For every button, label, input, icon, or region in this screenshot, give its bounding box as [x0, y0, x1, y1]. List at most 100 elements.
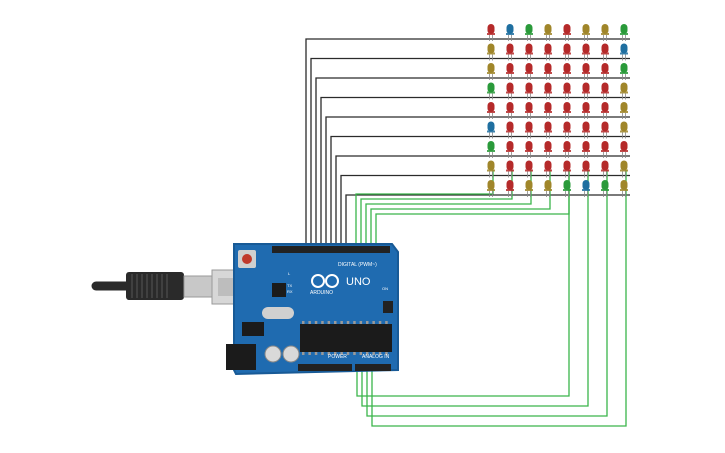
led-icon[interactable] — [544, 82, 552, 100]
led-icon[interactable] — [544, 63, 552, 80]
column-wire[interactable] — [371, 170, 627, 427]
led-icon[interactable] — [487, 102, 495, 119]
reset-button-cap[interactable] — [242, 254, 252, 264]
led-icon[interactable] — [620, 82, 628, 100]
column-wire[interactable] — [361, 170, 589, 407]
led-icon[interactable] — [487, 160, 495, 178]
led-icon[interactable] — [582, 24, 590, 41]
led-icon[interactable] — [601, 24, 609, 41]
capacitor-icon — [264, 345, 282, 363]
arduino-uno-board[interactable]: UNO ARDUINO DIGITAL (PWM~) POWER ANALOG … — [226, 243, 399, 376]
led-icon[interactable] — [563, 141, 571, 158]
led-body — [525, 24, 533, 34]
led-icon[interactable] — [582, 102, 590, 119]
led-icon[interactable] — [620, 141, 628, 158]
led-icon[interactable] — [544, 160, 552, 178]
row-wire[interactable] — [340, 174, 630, 249]
led-icon[interactable] — [487, 63, 495, 80]
led-icon[interactable] — [601, 121, 609, 139]
led-icon[interactable] — [525, 180, 533, 197]
led-icon[interactable] — [601, 82, 609, 100]
led-body — [563, 160, 571, 171]
row-wire[interactable] — [315, 77, 630, 248]
led-icon[interactable] — [525, 43, 533, 61]
led-body — [487, 180, 495, 190]
led-icon[interactable] — [525, 24, 533, 41]
led-icon[interactable] — [582, 141, 590, 158]
led-icon[interactable] — [582, 121, 590, 139]
row-wire[interactable] — [310, 57, 630, 249]
led-icon[interactable] — [487, 180, 495, 197]
led-icon[interactable] — [563, 63, 571, 80]
led-icon[interactable] — [582, 43, 590, 61]
led-icon[interactable] — [544, 102, 552, 119]
row-wire[interactable] — [305, 38, 630, 248]
led-icon[interactable] — [487, 141, 495, 158]
led-icon[interactable] — [487, 43, 495, 61]
led-icon[interactable] — [525, 160, 533, 178]
led-icon[interactable] — [601, 63, 609, 80]
led-icon[interactable] — [525, 63, 533, 80]
column-wire[interactable] — [356, 170, 570, 397]
led-icon[interactable] — [506, 82, 514, 100]
usb-cable[interactable] — [91, 269, 249, 305]
led-icon[interactable] — [620, 63, 628, 80]
column-wire[interactable] — [366, 170, 608, 417]
led-icon[interactable] — [525, 102, 533, 119]
led-icon[interactable] — [506, 180, 514, 197]
led-icon[interactable] — [525, 82, 533, 100]
led-icon[interactable] — [563, 24, 571, 41]
row-wire[interactable] — [325, 116, 630, 248]
chip-pin — [359, 321, 363, 324]
led-icon[interactable] — [544, 141, 552, 158]
led-icon[interactable] — [487, 24, 495, 41]
led-icon[interactable] — [544, 180, 552, 197]
led-icon[interactable] — [620, 121, 628, 139]
led-rim — [487, 150, 495, 152]
row-wire[interactable] — [335, 155, 630, 248]
led-icon[interactable] — [563, 43, 571, 61]
led-icon[interactable] — [544, 24, 552, 41]
led-icon[interactable] — [620, 102, 628, 119]
led-icon[interactable] — [601, 102, 609, 119]
led-icon[interactable] — [525, 141, 533, 158]
led-icon[interactable] — [620, 160, 628, 178]
led-matrix[interactable] — [487, 24, 628, 197]
led-icon[interactable] — [506, 121, 514, 139]
led-icon[interactable] — [487, 121, 495, 139]
row-wire[interactable] — [320, 96, 630, 249]
led-icon[interactable] — [620, 180, 628, 197]
led-icon[interactable] — [544, 121, 552, 139]
led-icon[interactable] — [506, 43, 514, 61]
led-icon[interactable] — [582, 180, 590, 197]
led-icon[interactable] — [601, 43, 609, 61]
led-rim — [506, 72, 514, 74]
led-icon[interactable] — [582, 63, 590, 80]
led-icon[interactable] — [506, 24, 514, 41]
led-icon[interactable] — [582, 160, 590, 178]
led-icon[interactable] — [544, 43, 552, 61]
led-icon[interactable] — [582, 82, 590, 100]
led-icon[interactable] — [563, 121, 571, 139]
led-icon[interactable] — [506, 141, 514, 158]
led-icon[interactable] — [525, 121, 533, 139]
led-icon[interactable] — [487, 82, 495, 100]
row-wire[interactable] — [345, 194, 630, 248]
wires-layer — [305, 38, 630, 427]
led-icon[interactable] — [563, 102, 571, 119]
led-icon[interactable] — [563, 160, 571, 178]
led-icon[interactable] — [601, 141, 609, 158]
led-rim — [582, 169, 590, 172]
led-icon[interactable] — [620, 43, 628, 61]
led-icon[interactable] — [506, 63, 514, 80]
led-icon[interactable] — [506, 160, 514, 178]
led-icon[interactable] — [506, 102, 514, 119]
led-icon[interactable] — [563, 82, 571, 100]
column-wire[interactable] — [370, 170, 551, 248]
led-icon[interactable] — [601, 180, 609, 197]
led-icon[interactable] — [563, 180, 571, 197]
led-icon[interactable] — [620, 24, 628, 41]
led-icon[interactable] — [601, 160, 609, 178]
